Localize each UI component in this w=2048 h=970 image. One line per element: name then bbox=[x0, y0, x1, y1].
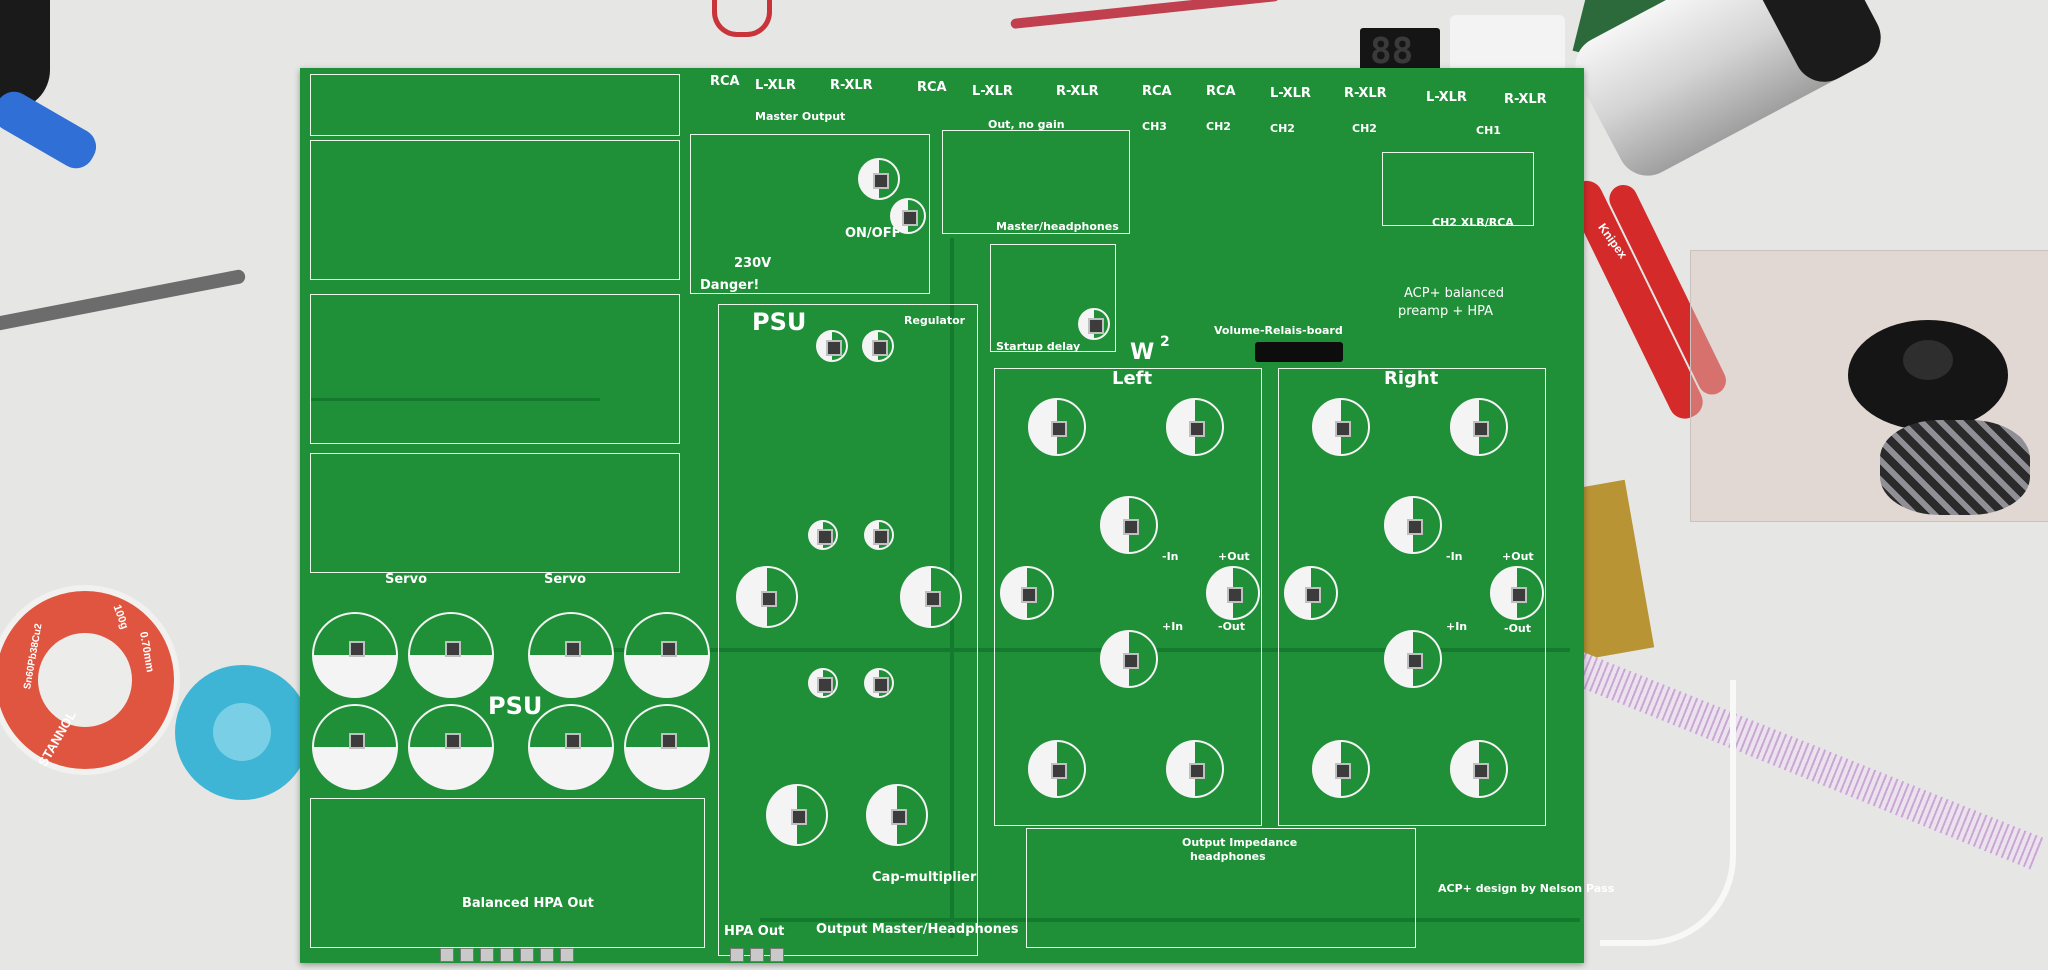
label-w2-superscript: 2 bbox=[1160, 334, 1170, 350]
solder-spool-red: STANNOL 100g 0.70mm Sn60Pb38Cu2 bbox=[0, 585, 180, 775]
box-master-headphones bbox=[942, 130, 1130, 234]
label-servo-1: Servo bbox=[385, 572, 427, 587]
box-servo-boards bbox=[310, 453, 680, 573]
label-danger: Danger! bbox=[700, 278, 760, 293]
label-regulator: Regulator bbox=[904, 314, 966, 327]
label-in-minus-1: -In bbox=[1162, 550, 1179, 563]
label-startup-delay: Startup delay bbox=[996, 340, 1081, 353]
solder-wick-blue bbox=[175, 665, 310, 800]
box-balanced-hpa bbox=[310, 798, 705, 948]
label-rca-1: RCA bbox=[710, 74, 740, 89]
label-left: Left bbox=[1112, 368, 1153, 389]
label-rca-4: RCA bbox=[1206, 84, 1236, 99]
red-wire-top bbox=[712, 0, 772, 37]
box-volume-relais-board bbox=[1145, 148, 1385, 308]
label-balanced-hpa-out: Balanced HPA Out bbox=[462, 896, 594, 911]
label-volume-relais-board: Volume-Relais-board bbox=[1214, 324, 1343, 337]
label-ch2-xlr-rca: CH2 XLR/RCA bbox=[1432, 216, 1514, 229]
box-mains-section bbox=[690, 134, 930, 294]
label-psu-left: PSU bbox=[488, 692, 543, 720]
label-lxlr-1: L-XLR bbox=[755, 78, 796, 93]
label-in-plus-2: +In bbox=[1446, 620, 1468, 633]
label-on-off: ON/OFF bbox=[845, 226, 901, 241]
knob-cap bbox=[1848, 320, 2008, 430]
box-switch-boards bbox=[310, 74, 680, 136]
label-out-minus-2: -Out bbox=[1504, 622, 1532, 635]
label-output-impedance-1: Output Impedance bbox=[1182, 836, 1298, 849]
label-right: Right bbox=[1384, 368, 1439, 389]
label-output-master-headphones: Output Master/Headphones bbox=[816, 922, 1019, 937]
label-ch3: CH3 bbox=[1142, 120, 1167, 133]
box-psu-regulator bbox=[718, 304, 978, 956]
label-out-minus-1: -Out bbox=[1218, 620, 1246, 633]
label-master-headphones: Master/headphones bbox=[996, 220, 1119, 233]
screws-pile bbox=[1880, 420, 2030, 515]
box-ch2-xlr-rca bbox=[1382, 152, 1534, 226]
label-rca-2: RCA bbox=[917, 80, 947, 95]
solder-spool-weight: 100g bbox=[110, 603, 131, 631]
label-title-line1: ACP+ balanced bbox=[1404, 286, 1505, 301]
box-led-boards bbox=[310, 294, 680, 444]
box-left-channel bbox=[994, 368, 1262, 826]
label-230v: 230V bbox=[734, 256, 772, 271]
box-amp-modules bbox=[310, 140, 680, 280]
label-w2: W bbox=[1130, 340, 1155, 365]
label-ch2-b: CH2 bbox=[1270, 122, 1295, 135]
label-psu-mid: PSU bbox=[752, 308, 807, 336]
display-cutout bbox=[1255, 342, 1343, 362]
label-ch2-c: CH2 bbox=[1352, 122, 1377, 135]
label-out-plus-2: +Out bbox=[1502, 550, 1534, 563]
label-in-minus-2: -In bbox=[1446, 550, 1463, 563]
label-lxlr-4: L-XLR bbox=[1426, 90, 1467, 105]
label-master-output: Master Output bbox=[755, 110, 846, 123]
label-rxlr-2: R-XLR bbox=[1056, 84, 1099, 99]
box-output-impedance bbox=[1026, 828, 1416, 948]
label-ch1: CH1 bbox=[1476, 124, 1501, 137]
label-out-plus-1: +Out bbox=[1218, 550, 1250, 563]
label-rxlr-4: R-XLR bbox=[1504, 92, 1547, 107]
label-title-line2: preamp + HPA bbox=[1398, 304, 1494, 319]
label-rxlr-3: R-XLR bbox=[1344, 86, 1387, 101]
label-out-no-gain: Out, no gain bbox=[988, 118, 1065, 131]
label-ch2-a: CH2 bbox=[1206, 120, 1231, 133]
display-digits: 88 bbox=[1370, 31, 1414, 72]
label-hpa-out: HPA Out bbox=[724, 924, 785, 939]
label-in-plus-1: +In bbox=[1162, 620, 1184, 633]
label-cap-multiplier: Cap-multiplier bbox=[872, 870, 977, 885]
label-lxlr-2: L-XLR bbox=[972, 84, 1013, 99]
label-rca-3: RCA bbox=[1142, 84, 1172, 99]
label-output-impedance-2: headphones bbox=[1190, 850, 1266, 863]
label-lxlr-3: L-XLR bbox=[1270, 86, 1311, 101]
label-servo-2: Servo bbox=[544, 572, 586, 587]
white-cable-right bbox=[1600, 680, 1736, 946]
label-acp-design: ACP+ design by Nelson Pass bbox=[1438, 882, 1615, 895]
label-rxlr-1: R-XLR bbox=[830, 78, 873, 93]
pcb-board: RCA L-XLR R-XLR RCA L-XLR R-XLR RCA RCA … bbox=[300, 68, 1614, 963]
solder-spool-diameter: 0.70mm bbox=[137, 630, 156, 674]
box-startup-delay bbox=[990, 244, 1116, 352]
box-right-channel bbox=[1278, 368, 1546, 826]
